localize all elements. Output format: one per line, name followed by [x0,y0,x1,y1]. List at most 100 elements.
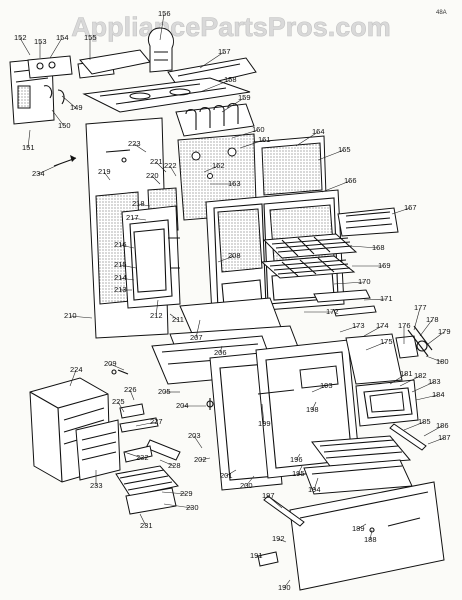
part-number-154: 154 [56,33,69,42]
part-callout-202: 202 [194,455,211,464]
leader-line-222 [169,165,177,177]
leader-line-149 [61,95,77,109]
part-callout-174: 174 [363,321,389,337]
part-number-183: 183 [428,377,441,386]
leader-line-175 [365,341,387,351]
part-number-206: 206 [214,348,227,357]
part-number-180: 180 [436,357,449,366]
leader-line-182 [399,375,421,387]
part-number-150: 150 [58,121,71,130]
part-callout-158: 158 [199,75,237,93]
leader-line-221 [155,161,167,173]
part-number-187: 187 [438,433,451,442]
leader-line-226 [129,389,135,401]
leader-line-151 [27,129,31,149]
part-callout-170: 170 [333,277,371,286]
part-callout-177: 177 [413,303,427,331]
part-number-185: 185 [418,417,431,426]
part-number-223: 223 [128,139,141,148]
part-callout-176: 176 [398,321,411,344]
part-callout-228: 228 [159,459,181,470]
leader-line-156 [159,13,165,41]
part-number-193: 193 [320,381,333,390]
left-oven-door-frame [121,205,181,309]
part-callout-224: 224 [69,365,83,387]
part-callout-171: 171 [363,294,393,303]
leader-line-177 [413,307,421,331]
leader-line-228 [159,459,175,467]
leader-line-157 [199,51,225,69]
part-callout-210: 210 [64,311,93,320]
leader-line-152 [19,37,31,56]
part-callout-153: 153 [34,37,47,58]
leader-line-225 [117,401,125,413]
leader-line-206 [219,345,223,354]
broiler-pan [303,423,427,495]
part-callout-200: 200 [240,475,255,490]
part-number-168: 168 [372,243,385,252]
part-callout-169: 169 [352,261,391,270]
leader-line-154 [49,37,63,59]
part-callout-164: 164 [295,127,325,147]
part-number-219: 219 [98,167,111,176]
part-callout-208: 208 [217,251,241,263]
part-number-159: 159 [238,93,251,102]
part-number-195: 195 [292,469,305,478]
part-callout-198: 198 [306,401,319,414]
leader-line-187 [427,437,445,445]
part-number-224: 224 [70,365,83,374]
leader-line-194 [313,477,319,491]
part-callout-165: 165 [317,145,351,161]
part-callout-190: 190 [278,579,291,592]
leader-line-210 [69,315,93,319]
part-number-188: 188 [364,535,377,544]
leader-line-211 [169,313,179,321]
oven-back-panel [177,133,327,221]
part-callout-189: 189 [352,523,367,533]
leader-line-168 [349,245,379,249]
leader-line-229 [161,491,187,495]
part-number-222: 222 [164,161,177,170]
leader-line-198 [311,401,317,411]
leader-line-220 [151,175,161,185]
leader-line-189 [357,523,367,530]
leader-line-166 [321,180,351,193]
assembly-arrowhead [70,155,76,162]
part-callout-229: 229 [161,489,193,498]
part-number-179: 179 [438,327,451,336]
part-callout-166: 166 [321,176,357,193]
control-panel-assembly [9,55,115,125]
leader-line-161 [239,139,265,149]
leader-line-179 [427,331,445,345]
part-number-228: 228 [168,461,181,470]
part-number-149: 149 [70,103,83,112]
part-number-194: 194 [308,485,321,494]
part-callout-184: 184 [415,390,445,401]
part-callout-160: 160 [231,125,265,139]
part-number-169: 169 [378,261,391,270]
part-callout-156: 156 [158,9,171,41]
part-number-231: 231 [140,521,153,530]
part-callout-186: 186 [423,421,449,437]
part-callout-220: 220 [146,171,161,185]
part-number-217: 217 [126,213,139,222]
part-number-182: 182 [414,371,427,380]
part-number-186: 186 [436,421,449,430]
part-callout-223: 223 [128,139,147,153]
leader-line-150 [51,109,65,127]
part-number-211: 211 [172,315,184,324]
leader-line-190 [283,579,291,589]
leader-line-171 [363,298,387,301]
part-callout-212: 212 [150,299,163,320]
part-number-171: 171 [380,294,393,303]
watermark-text: AppliancePartsPros.com [71,12,391,42]
leader-line-185 [403,421,425,431]
leader-line-208 [217,255,235,263]
vent-box-assembly [29,377,121,483]
part-callout-179: 179 [427,327,451,345]
leader-line-181 [389,373,407,385]
part-callout-219: 219 [98,167,111,181]
part-callout-221: 221 [150,157,167,173]
leader-line-195 [297,465,303,475]
